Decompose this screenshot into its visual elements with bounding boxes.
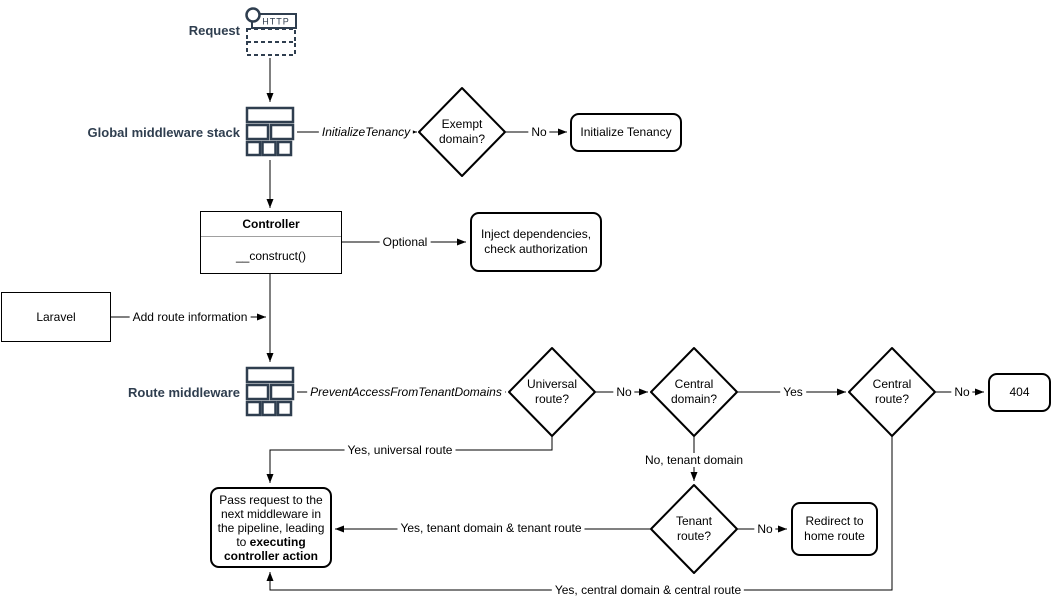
central-route-label: Central route? xyxy=(872,377,912,406)
laravel-node: Laravel xyxy=(1,292,111,342)
tenant-route-diamond xyxy=(650,484,738,574)
edge-label-no-central-route: No xyxy=(951,385,973,399)
edge-label-no-exempt: No xyxy=(528,125,550,139)
global-middleware-stack-icon xyxy=(245,106,295,157)
universal-route-label: Universal route? xyxy=(526,377,578,406)
controller-title: Controller xyxy=(201,212,341,237)
http-request-icon: HTTP xyxy=(245,7,297,56)
central-route-diamond xyxy=(848,347,936,437)
edge-label-optional: Optional xyxy=(379,235,431,249)
route-middleware-stack-icon xyxy=(245,366,295,417)
edge-label-no-tenant-route: No xyxy=(754,522,776,536)
central-domain-diamond xyxy=(650,347,738,437)
pass-request-node: Pass request to the next middleware in t… xyxy=(210,487,332,568)
edge-label-yes-tenant-domain-tenant-route: Yes, tenant domain & tenant route xyxy=(397,521,585,535)
edge-label-yes-universal-route: Yes, universal route xyxy=(344,443,456,457)
http-icon-text: HTTP xyxy=(262,17,290,27)
edge-label-yes-central-domain: Yes xyxy=(780,385,806,399)
route-middleware-label: Route middleware xyxy=(128,385,240,400)
initialize-tenancy-node: Initialize Tenancy xyxy=(570,113,682,152)
edge-label-initialize-tenancy: InitializeTenancy xyxy=(318,125,414,139)
edge-label-prevent-access-from-tenant-domains: PreventAccessFromTenantDomains xyxy=(307,385,505,399)
exempt-domain-diamond xyxy=(418,87,506,177)
redirect-home-node: Redirect to home route xyxy=(791,502,878,556)
universal-route-diamond xyxy=(508,347,596,437)
edge-label-no-tenant-domain: No, tenant domain xyxy=(641,453,747,467)
edge-label-add-route-information: Add route information xyxy=(129,310,251,324)
inject-dependencies-node: Inject dependencies, check authorization xyxy=(470,212,602,272)
404-node: 404 xyxy=(988,373,1051,412)
edge-label-no-universal: No xyxy=(613,385,635,399)
central-domain-label: Central domain? xyxy=(670,377,718,406)
request-label: Request xyxy=(188,23,240,38)
controller-node: Controller __construct() xyxy=(200,211,342,274)
edge-label-yes-central-domain-central-route: Yes, central domain & central route xyxy=(551,583,745,597)
global-middleware-stack-label: Global middleware stack xyxy=(87,125,240,140)
exempt-domain-label: Exempt domain? xyxy=(438,117,486,146)
tenant-route-label: Tenant route? xyxy=(675,514,713,543)
controller-construct-member: __construct() xyxy=(235,248,307,263)
